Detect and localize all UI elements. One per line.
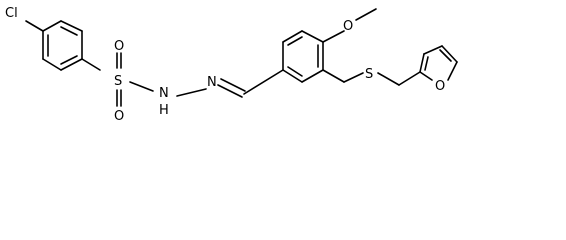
bond-c-o-methoxy [322, 30, 345, 43]
central-benzene-ring [282, 30, 324, 83]
bond-ch2-furan [398, 71, 421, 86]
bond-n-c-b [220, 78, 246, 92]
bond-ring-ch2 [322, 69, 345, 83]
bond-c-s [81, 58, 101, 71]
bond [447, 61, 458, 81]
bond [301, 69, 324, 83]
bond-inner [60, 26, 78, 36]
molecule-canvas: Cl S O O N H N O S O [5, 6, 458, 124]
bond-c-cl [25, 20, 44, 32]
bond-inner [287, 36, 303, 46]
atom-chlorine: Cl [5, 6, 18, 21]
atom-nitrogen-nh: N [159, 86, 169, 101]
atom-oxygen-methoxy: O [343, 19, 353, 34]
bond [60, 58, 83, 71]
bond [42, 20, 62, 32]
bond [301, 30, 324, 43]
bond-s-n [129, 81, 154, 92]
atom-oxygen-sulfonyl-bottom: O [114, 109, 124, 124]
atom-oxygen-sulfonyl-top: O [114, 39, 124, 54]
atom-sulfur-thioether: S [365, 67, 373, 82]
bond [282, 69, 303, 83]
bond-inner [60, 55, 78, 65]
bond-ch2-s [343, 72, 364, 83]
bond-n-n [176, 88, 207, 97]
bond-n-c-a [217, 84, 243, 98]
bond-s-ch2 [377, 72, 400, 86]
bond-ch-ring [243, 69, 284, 95]
bond [419, 53, 425, 73]
bond-inner [424, 56, 429, 71]
bond-o-ch3 [355, 8, 377, 21]
sulfonyl-group [116, 52, 154, 107]
bond [419, 71, 433, 81]
furan-ring [419, 45, 458, 81]
bond [60, 20, 83, 32]
bond [441, 45, 458, 63]
bond [282, 30, 303, 43]
chlorophenyl-ring [42, 20, 83, 71]
bond-inner [287, 66, 303, 77]
atom-oxygen-furan: O [435, 79, 445, 94]
bond [42, 58, 62, 71]
structure-diagram: Cl S O O N H N O S O [5, 6, 458, 124]
atom-nitrogen-imine: N [207, 75, 217, 90]
bond [423, 45, 443, 55]
atom-hydrogen-nh: H [159, 103, 169, 118]
bond-inner [439, 49, 452, 62]
atom-sulfur-sulfonyl: S [114, 74, 122, 89]
